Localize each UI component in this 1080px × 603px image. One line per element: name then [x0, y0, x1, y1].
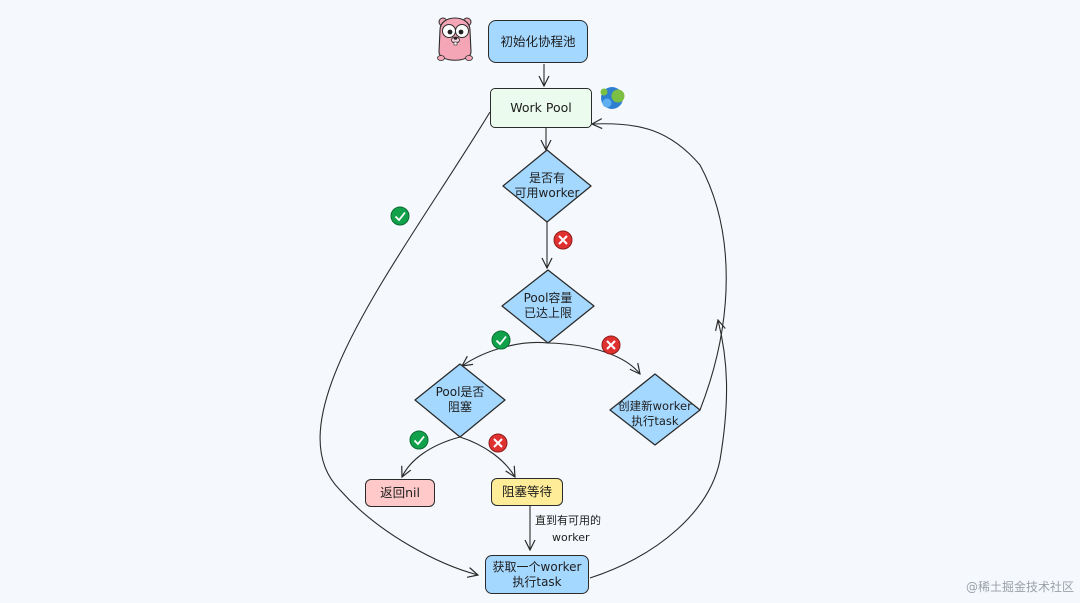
- edge-label-worker: worker: [552, 531, 590, 544]
- label-capacity-full: Pool容量 已达上限: [523, 291, 573, 320]
- watermark: @稀土掘金技术社区: [965, 580, 1074, 594]
- diamond-has-worker: [502, 149, 592, 223]
- node-get-worker: 获取一个worker 执行task: [485, 555, 589, 594]
- node-init-pool: 初始化协程池: [488, 20, 588, 63]
- diamond-create-worker: [609, 373, 701, 446]
- edge-capacity-to-create: [547, 342, 640, 374]
- diamond-capacity-full: [501, 269, 595, 344]
- no-cross-icon: [553, 230, 573, 250]
- no-cross-icon: [601, 335, 621, 355]
- label-create-worker: 创建新worker 执行task: [618, 399, 692, 428]
- edge-label-wait-until: 直到有可用的: [535, 514, 601, 527]
- label-has-worker: 是否有 可用worker: [514, 171, 580, 200]
- diamond-pool-blocking: [414, 363, 506, 438]
- node-return-nil: 返回nil: [365, 479, 435, 507]
- yes-check-icon: [409, 430, 429, 450]
- no-cross-icon: [488, 433, 508, 453]
- edge-getworker-to-pool: [589, 320, 728, 579]
- node-block-wait: 阻塞等待: [491, 478, 563, 506]
- yes-check-icon: [491, 330, 511, 350]
- edge-create-to-pool: [592, 124, 727, 411]
- edge-poolblock-to-blockwait: [459, 436, 515, 477]
- edge-poolblock-to-returnnil: [402, 436, 461, 477]
- edge-pool-to-getworker: [319, 111, 491, 575]
- gopher-mascot: [437, 17, 473, 61]
- yes-check-icon: [390, 206, 410, 226]
- node-work-pool: Work Pool: [490, 88, 592, 128]
- label-pool-blocking: Pool是否 阻塞: [435, 385, 485, 414]
- pool-logo-icon: [600, 87, 625, 109]
